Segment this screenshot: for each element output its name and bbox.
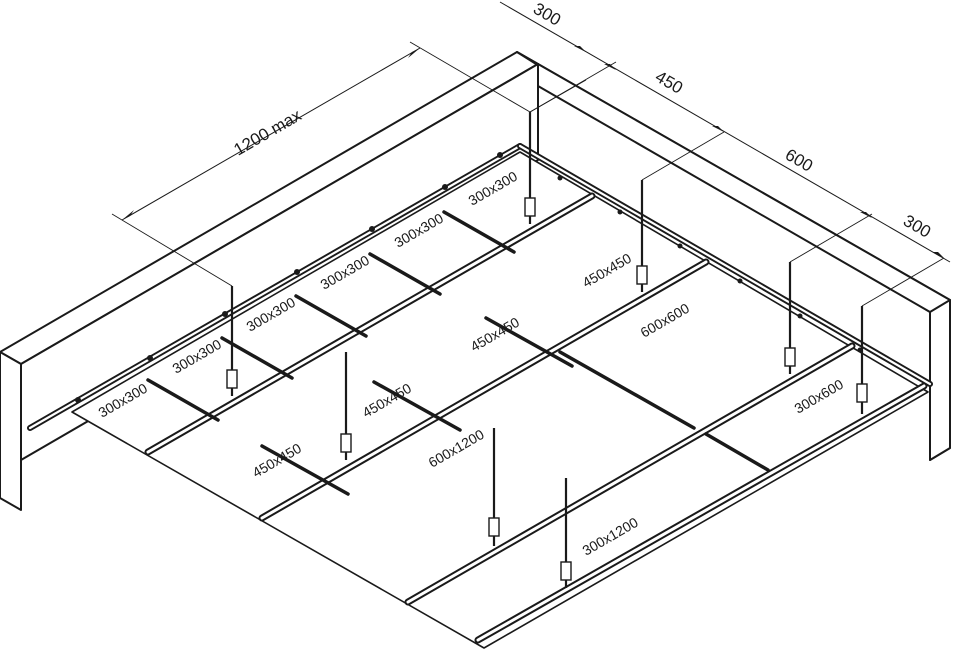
hanger-3	[340, 352, 352, 460]
hanger-1	[226, 286, 238, 396]
hanger-7	[560, 478, 572, 588]
hanger-4	[636, 180, 648, 292]
dimension-label-600: 600	[782, 145, 816, 176]
wall-angle-left	[27, 143, 523, 431]
hanger-5	[488, 428, 500, 546]
wall-end-face	[0, 351, 22, 511]
dimension-label-1200: 1200 max	[231, 105, 306, 159]
hanger-8	[856, 306, 868, 414]
main-runner-1	[144, 192, 596, 456]
main-runner-3	[404, 342, 856, 606]
hanger-2	[524, 112, 536, 224]
main-runners	[144, 192, 928, 644]
dimension-label-300-top: 300	[530, 0, 564, 30]
right-wall-end	[929, 299, 951, 461]
back-right-wall	[516, 51, 951, 461]
main-runner-2	[258, 258, 710, 522]
ceiling-outline	[71, 151, 929, 649]
hanger-6	[784, 262, 796, 374]
wall-fixings	[75, 152, 863, 403]
dimension-left	[111, 41, 531, 287]
dimension-label-300-right: 300	[900, 211, 934, 242]
hangers	[226, 112, 868, 588]
ceiling-plane	[71, 151, 929, 649]
dimension-right	[499, 1, 951, 307]
cross-tees	[146, 210, 770, 496]
main-runner-4	[474, 382, 928, 644]
